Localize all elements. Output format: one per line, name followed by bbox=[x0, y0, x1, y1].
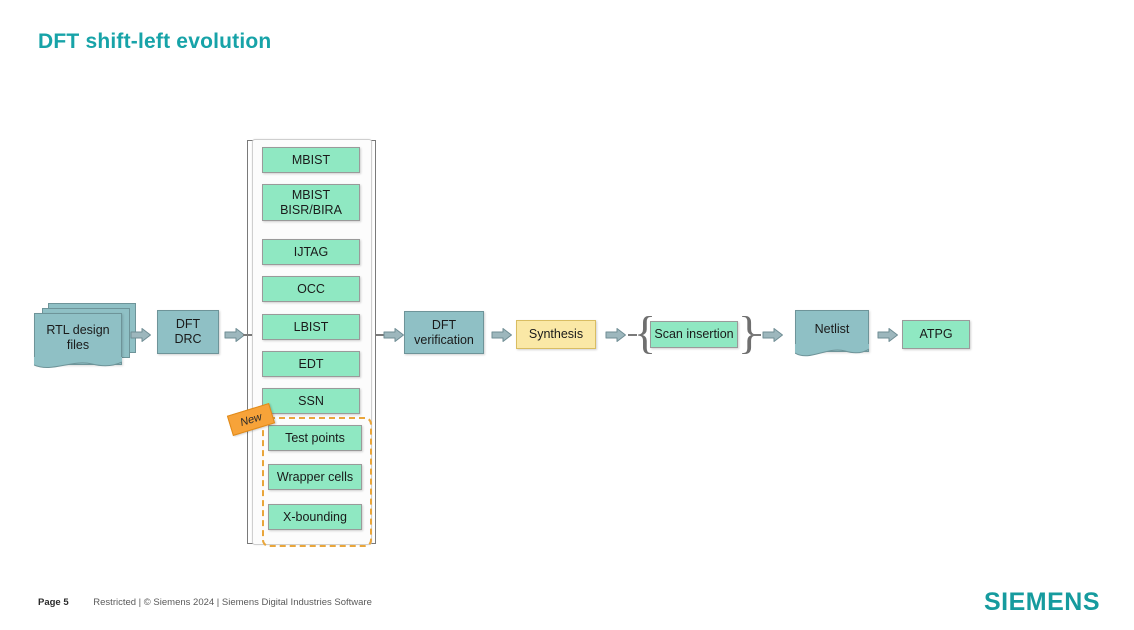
doc-wave-edge bbox=[795, 344, 869, 357]
connector-stub-scan-right bbox=[752, 334, 761, 336]
node-label: RTL design files bbox=[46, 323, 110, 352]
node-label: X-bounding bbox=[283, 509, 347, 524]
node-netlist: Netlist bbox=[795, 310, 869, 357]
arrow-right-icon bbox=[877, 327, 899, 343]
siemens-logo: SIEMENS bbox=[983, 588, 1100, 616]
node-atpg: ATPG bbox=[902, 320, 970, 349]
node-label: LBIST bbox=[293, 319, 329, 334]
node-label: Test points bbox=[285, 430, 345, 445]
arrow-right-icon bbox=[130, 327, 152, 343]
node-synthesis: Synthesis bbox=[516, 320, 596, 349]
node-label: Netlist bbox=[814, 322, 850, 336]
arrow-right-icon bbox=[762, 327, 784, 343]
new-features-highlight bbox=[262, 417, 372, 547]
node-dft-drc: DFT DRC bbox=[157, 310, 219, 354]
node-label: Scan insertion bbox=[654, 327, 734, 342]
node-label: DFT verification bbox=[414, 317, 474, 347]
arrow-right-icon bbox=[605, 327, 627, 343]
node-rtl-design-files: RTL design files bbox=[34, 303, 138, 369]
footer-meta: Restricted | © Siemens 2024 | Siemens Di… bbox=[93, 597, 372, 608]
page-title: DFT shift-left evolution bbox=[38, 30, 272, 53]
node-scan-insertion: Scan insertion bbox=[650, 321, 738, 348]
connector-stub-scan-left bbox=[628, 334, 637, 336]
node-label: MBIST bbox=[291, 152, 331, 167]
scan-bracket-right: } bbox=[738, 307, 761, 358]
node-label: EDT bbox=[298, 356, 324, 371]
stack-item-test-points: Test points bbox=[268, 425, 362, 451]
footer: Page 5 Restricted | © Siemens 2024 | Sie… bbox=[38, 597, 372, 608]
node-label: SSN bbox=[298, 393, 324, 408]
stack-item-mbist: MBIST bbox=[262, 147, 360, 173]
stack-item-wrapper-cells: Wrapper cells bbox=[268, 464, 362, 490]
stack-item-ijtag: IJTAG bbox=[262, 239, 360, 265]
node-label: MBIST BISR/BIRA bbox=[280, 187, 342, 217]
node-label: Wrapper cells bbox=[276, 469, 354, 484]
node-label: DFT DRC bbox=[174, 317, 202, 346]
node-dft-verification: DFT verification bbox=[404, 311, 484, 354]
connector-stub-left bbox=[243, 334, 253, 336]
stack-item-edt: EDT bbox=[262, 351, 360, 377]
doc-wave-edge bbox=[34, 357, 122, 369]
page-number: Page 5 bbox=[38, 597, 69, 608]
stack-item-lbist: LBIST bbox=[262, 314, 360, 340]
node-label: ATPG bbox=[919, 327, 953, 342]
node-label: IJTAG bbox=[293, 244, 329, 259]
stack-item-ssn: SSN bbox=[262, 388, 360, 414]
connector-stub-right bbox=[375, 334, 384, 336]
doc-page-front: RTL design files bbox=[34, 313, 122, 369]
arrow-right-icon bbox=[491, 327, 513, 343]
stack-item-occ: OCC bbox=[262, 276, 360, 302]
node-label: Synthesis bbox=[528, 327, 584, 342]
stack-item-x-bounding: X-bounding bbox=[268, 504, 362, 530]
arrow-right-icon bbox=[224, 327, 246, 343]
node-label: OCC bbox=[297, 281, 325, 296]
arrow-right-icon bbox=[383, 327, 405, 343]
stack-item-mbist-bisr-bira: MBIST BISR/BIRA bbox=[262, 184, 360, 221]
